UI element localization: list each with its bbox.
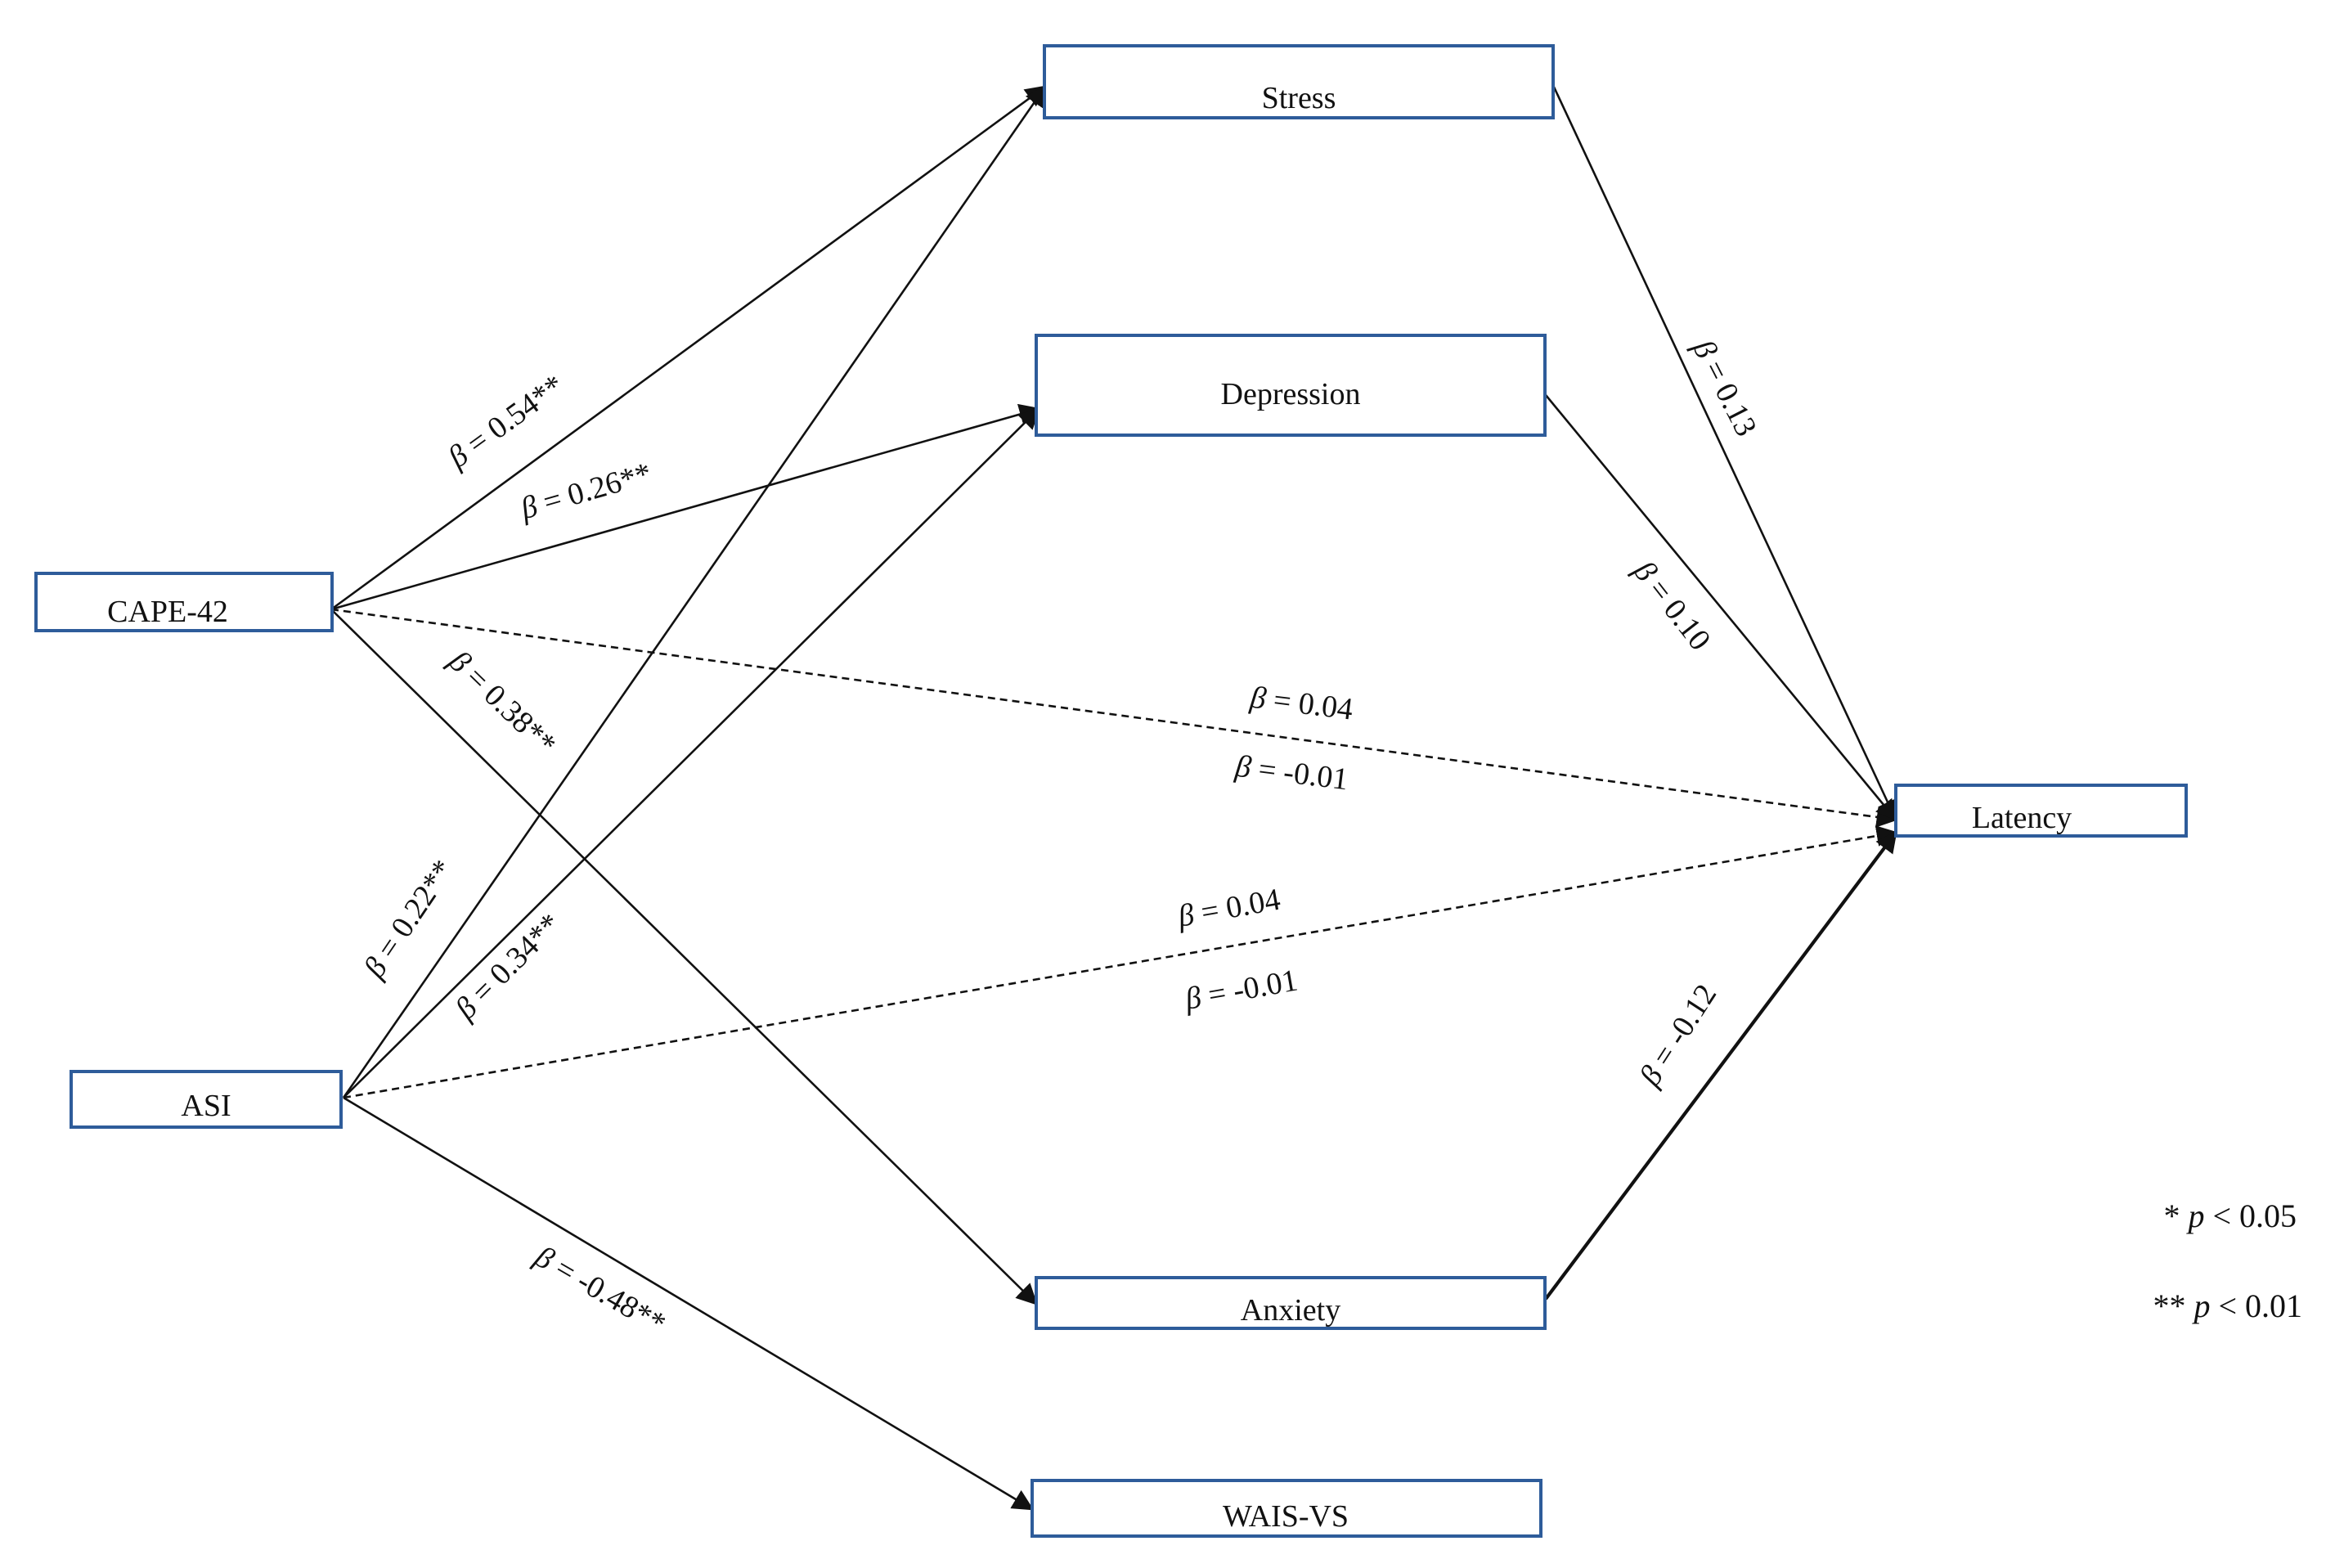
node-asi: ASI (70, 1070, 343, 1129)
label-asi-latency-a: β = 0.04 (1174, 883, 1282, 934)
legend-p01: ** p < 0.01 (2153, 1287, 2302, 1324)
label-cape42-latency-a: β = 0.04 (1247, 680, 1354, 726)
edge-cape42-anxiety (330, 609, 1038, 1305)
label-asi-depression: β = 0.34** (448, 907, 568, 1027)
edge-asi-depression (343, 407, 1040, 1098)
label-cape42-depression: β = 0.26** (516, 456, 655, 527)
node-latency: Latency (1894, 784, 2188, 838)
edges (330, 83, 1898, 1511)
node-depression-label: Depression (1221, 377, 1361, 411)
node-stress: Stress (1043, 44, 1555, 119)
node-latency-label: Latency (1972, 801, 2072, 835)
node-stress-label: Stress (1262, 81, 1336, 115)
node-anxiety: Anxiety (1035, 1276, 1547, 1330)
node-waisvs: WAIS-VS (1031, 1479, 1542, 1538)
edge-asi-stress (342, 84, 1047, 1098)
edge-cape42-depression (330, 403, 1041, 611)
significance-legend: * p < 0.05 ** p < 0.01 (2153, 1197, 2302, 1324)
label-asi-waisvs: β = -0.48** (528, 1239, 671, 1341)
label-anxiety-latency: β = -0.12 (1632, 978, 1723, 1093)
label-cape42-anxiety: β = 0.38** (442, 644, 563, 762)
edge-asi-latency (343, 825, 1898, 1099)
label-asi-latency-b: β = -0.01 (1182, 963, 1300, 1017)
label-cape42-stress: β = 0.54** (442, 368, 571, 475)
node-asi-label: ASI (181, 1089, 231, 1123)
node-cape42: CAPE-42 (34, 572, 334, 632)
legend-p05: * p < 0.05 (2163, 1197, 2297, 1234)
node-waisvs-label: WAIS-VS (1223, 1499, 1349, 1534)
edge-labels: β = 0.54** β = 0.26** β = 0.38** β = 0.0… (357, 334, 1763, 1341)
edge-stress-latency (1551, 83, 1897, 822)
edge-depression-latency (1544, 394, 1897, 822)
edge-cape42-stress (330, 85, 1048, 611)
node-anxiety-label: Anxiety (1241, 1293, 1340, 1328)
edge-cape42-latency (330, 608, 1898, 828)
label-stress-latency: β = 0.13 (1686, 334, 1763, 442)
label-asi-stress: β = 0.22** (357, 854, 460, 985)
node-cape42-label: CAPE-42 (107, 595, 228, 629)
edge-anxiety-latency (1544, 830, 1897, 1301)
label-cape42-latency-b: β = -0.01 (1233, 749, 1350, 797)
label-depression-latency: β = 0.10 (1627, 554, 1718, 657)
node-depression: Depression (1035, 334, 1547, 437)
edge-asi-waisvs (343, 1096, 1035, 1511)
